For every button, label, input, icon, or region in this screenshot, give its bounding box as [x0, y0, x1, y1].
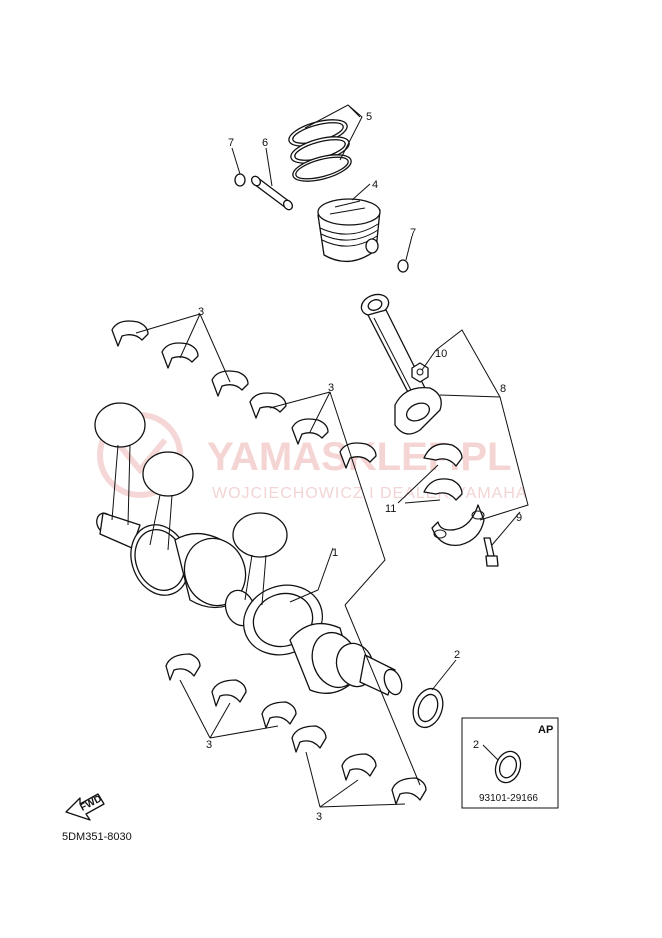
callout-circlip-lower: 7	[410, 227, 416, 239]
callout-piston-pin: 6	[262, 137, 268, 149]
diagram-code: 5DM351-8030	[62, 831, 132, 843]
callout-rod-bearings: 11	[385, 503, 396, 515]
inset-alternate-part: AP 2 93101-29166	[461, 717, 559, 809]
circlip-upper	[234, 173, 246, 187]
piston-rings	[288, 119, 352, 182]
crankshaft	[94, 402, 403, 696]
circlip-lower	[397, 259, 409, 273]
callout-bearing-lower-right: 3	[316, 811, 322, 823]
inset-tag: AP	[538, 724, 553, 736]
callout-bearing-top: 3	[198, 306, 204, 318]
rod-nut	[411, 362, 429, 383]
callout-connecting-rod: 8	[500, 383, 506, 395]
callout-crankshaft: 1	[332, 547, 338, 559]
callout-oil-seal: 2	[454, 649, 460, 661]
callout-circlip-upper: 7	[228, 137, 234, 149]
rod-cap	[431, 504, 485, 547]
callout-piston: 4	[372, 179, 378, 191]
watermark-tagline: WOJCIECHOWICZ I DEALER YAMAHA	[212, 485, 528, 502]
leader-lines	[135, 104, 529, 808]
inset-part-number: 93101-29166	[479, 793, 538, 804]
fwd-arrow-icon: FWD	[65, 793, 105, 821]
main-bearings-upper	[111, 320, 377, 469]
rod-bearings	[423, 443, 463, 501]
callout-bearing-upper-mid: 3	[328, 382, 334, 394]
connecting-rod	[360, 293, 442, 435]
rod-bolt	[483, 537, 499, 567]
callout-labels: 1 2 3 3 3 3 4 5 6 7 7 8 9 10 11	[198, 111, 522, 823]
piston-pin	[250, 175, 294, 211]
callout-rod-nut: 10	[435, 348, 447, 360]
piston	[317, 198, 381, 262]
inset-callout: 2	[473, 739, 479, 751]
main-bearings-lower	[165, 653, 427, 805]
callout-bearing-lower-left: 3	[206, 739, 212, 751]
callout-rod-bolt: 9	[516, 512, 522, 524]
callout-piston-rings: 5	[366, 111, 372, 123]
oil-seal	[412, 687, 444, 729]
